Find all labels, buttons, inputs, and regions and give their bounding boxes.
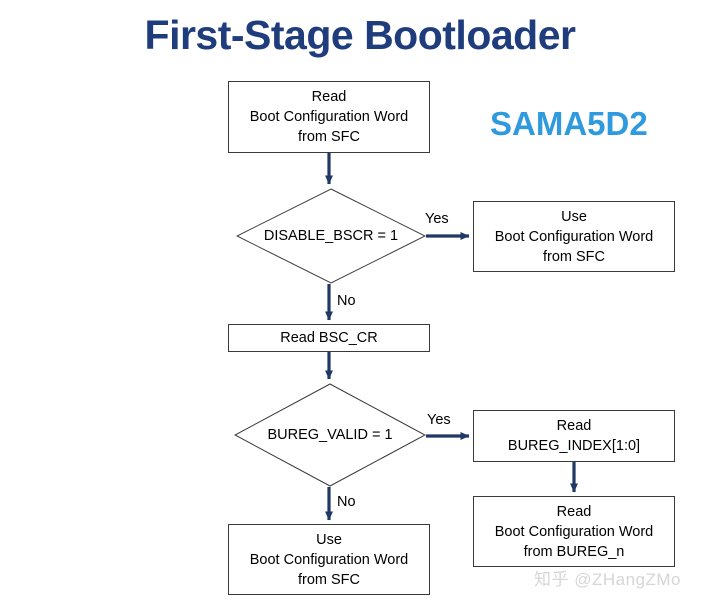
page-title: First-Stage Bootloader [144, 12, 576, 58]
edge-label-no-bottom: No [337, 494, 356, 510]
diamond-shape-disable-bscr [236, 188, 426, 284]
watermark: 知乎 @ZHangZMo [534, 570, 682, 589]
node-read-bcw-bureg: Read Boot Configuration Word from BUREG_… [473, 496, 675, 567]
chip-name-label: SAMA5D2 [490, 105, 648, 142]
node-read-bsc-cr: Read BSC_CR [228, 324, 430, 352]
diamond-shape-bureg-valid [234, 383, 426, 487]
node-disable-bscr-decision: DISABLE_BSCR = 1 [236, 188, 426, 284]
node-use-bcw-sfc-bottom: Use Boot Configuration Word from SFC [228, 524, 430, 595]
edge-label-no-top: No [337, 293, 356, 309]
edge-label-yes-bottom: Yes [427, 412, 451, 428]
node-read-bureg-index: Read BUREG_INDEX[1:0] [473, 410, 675, 462]
node-read-bcw-sfc: Read Boot Configuration Word from SFC [228, 81, 430, 153]
edge-label-yes-top: Yes [425, 211, 449, 227]
node-use-bcw-sfc-top: Use Boot Configuration Word from SFC [473, 201, 675, 272]
node-bureg-valid-decision: BUREG_VALID = 1 [234, 383, 426, 487]
